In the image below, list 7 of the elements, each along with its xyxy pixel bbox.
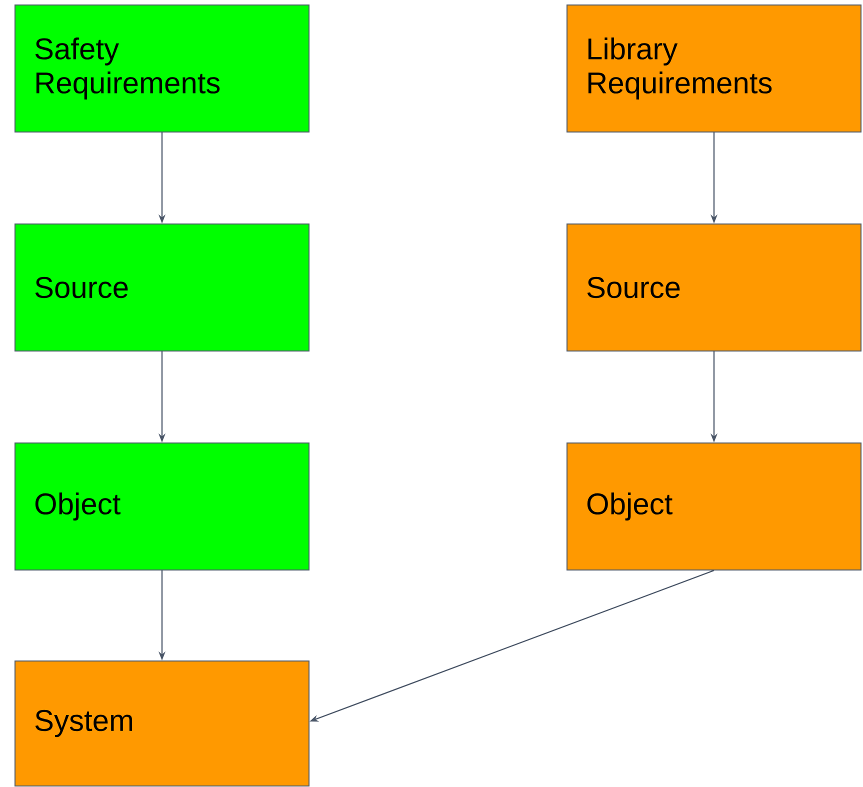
process-box: System xyxy=(14,660,310,786)
process-box: Object xyxy=(566,442,862,570)
process-box: Library Requirements xyxy=(566,4,862,132)
process-box: Source xyxy=(14,224,310,352)
process-box: Object xyxy=(14,442,310,570)
process-box: Source xyxy=(566,224,862,352)
process-box: Safety Requirements xyxy=(14,4,310,132)
